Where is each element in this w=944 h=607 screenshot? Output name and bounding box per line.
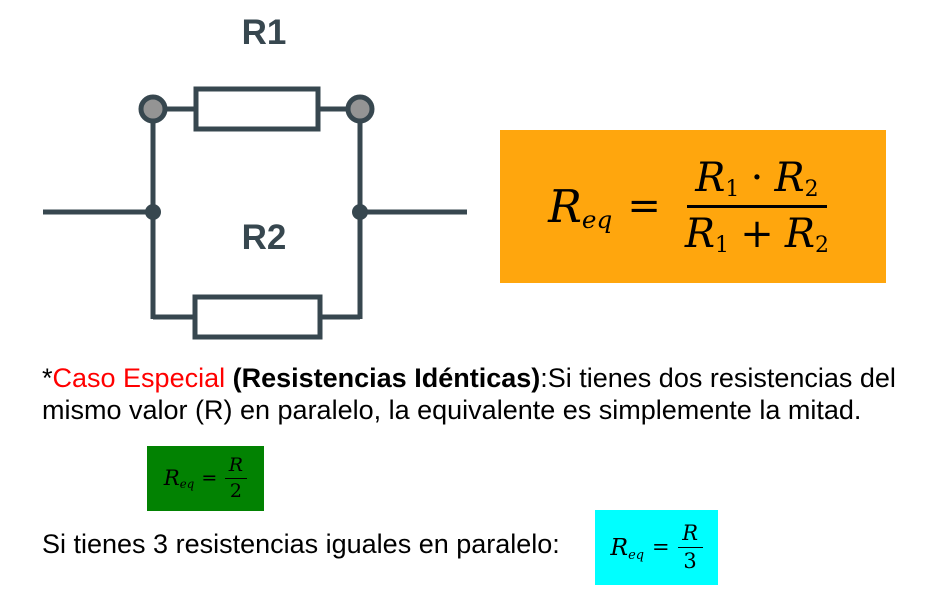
- resistor-r1-symbol: [193, 86, 321, 132]
- terminal-node-right-icon: [345, 94, 375, 124]
- resistor-r2-label: R2: [241, 218, 287, 257]
- fraction-denominator: 2: [229, 480, 242, 503]
- fraction: R1·R2 R1+R2: [676, 155, 838, 258]
- terminal-node-left-icon: [138, 94, 168, 124]
- resistor-r1-label: R1: [241, 13, 287, 52]
- req-term: Req: [610, 533, 645, 563]
- fraction: R 3: [677, 521, 703, 574]
- multiply-sign: ·: [750, 155, 764, 202]
- fraction-denominator: R1+R2: [676, 208, 838, 258]
- resistor-r2-symbol: [192, 294, 323, 340]
- req-term: Req: [163, 465, 195, 491]
- three-resistors-text: Si tienes 3 resistencias iguales en para…: [42, 529, 560, 559]
- parallel-circuit-diagram: [43, 86, 467, 340]
- special-case-highlight: Caso Especial: [52, 363, 233, 393]
- fraction-denominator: 3: [683, 549, 697, 574]
- fraction-numerator: R: [224, 454, 248, 480]
- special-case-bold: (Resistencias Idénticas): [232, 363, 541, 393]
- special-case-paragraph: *Caso Especial (Resistencias Idénticas):…: [42, 362, 910, 426]
- r1-term: R1: [684, 210, 730, 258]
- r2-term: R2: [774, 155, 819, 202]
- third-formula: Req = R 3: [610, 521, 703, 574]
- req-term: Req: [548, 179, 613, 235]
- third-formula-box: Req = R 3: [595, 510, 718, 585]
- equals-sign: =: [627, 183, 661, 230]
- r2-term: R2: [784, 210, 830, 258]
- r1-term: R1: [695, 155, 740, 202]
- fraction-numerator: R1·R2: [686, 155, 828, 209]
- half-formula: Req = R 2: [163, 454, 248, 503]
- half-formula-box: Req = R 2: [147, 446, 264, 511]
- special-case-rest: :Si tienes dos resistencias del mismo va…: [42, 363, 896, 425]
- junction-dot-left-icon: [145, 204, 161, 220]
- asterisk: *: [42, 363, 53, 393]
- fraction-numerator: R: [677, 521, 703, 549]
- equals-sign: =: [201, 467, 218, 490]
- junction-dot-right-icon: [352, 204, 368, 220]
- plus-sign: +: [740, 210, 774, 257]
- fraction: R 2: [224, 454, 248, 503]
- parallel-formula: Req = R1·R2 R1+R2: [548, 155, 838, 258]
- equals-sign: =: [652, 535, 670, 560]
- parallel-formula-box: Req = R1·R2 R1+R2: [500, 130, 886, 283]
